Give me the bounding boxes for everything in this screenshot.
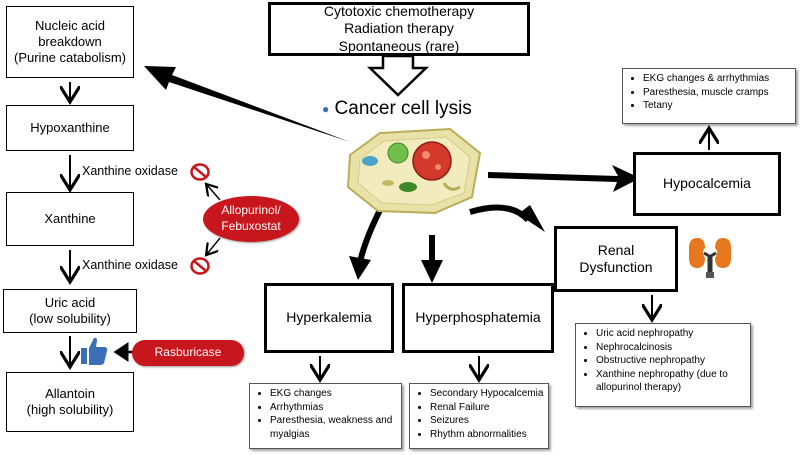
allopurinol-oval: Allopurinol/ Febuxostat [203,196,299,242]
enzyme-label-1: Xanthine oxidase [82,164,178,178]
hyperkalemia-effect: Arrhythmias [270,401,397,415]
hypocalcemia-effect: Tetany [643,99,791,113]
cause-spontaneous: Spontaneous (rare) [338,37,460,54]
uric-acid-line2: (low solubility) [29,311,111,326]
hyperkalemia-effects: EKG changes Arrhythmias Paresthesia, wea… [249,383,402,449]
hollow-down-arrow [366,54,430,97]
thumbs-up-icon [81,337,108,365]
renal-effect: Xanthine nephropathy (due to allopurinol… [596,368,746,395]
xanthine-box: Xanthine [6,192,134,246]
rasburicase-oval: Rasburicase [132,340,244,366]
allantoin-box: Allantoin (high solubility) [6,372,134,432]
nucleic-acid-line2: breakdown [38,33,102,49]
xanthine-label: Xanthine [44,210,96,226]
renal-effect: Obstructive nephropathy [596,354,746,368]
hypocalcemia-effects: EKG changes & arrhythmias Paresthesia, m… [622,68,796,124]
bullet-dot: ● [322,101,330,116]
renal-title-line2: Dysfunction [579,259,653,275]
kidney-icon [689,238,731,278]
allantoin-line2: (high solubility) [26,402,114,417]
cancer-cell-icon [346,127,482,215]
allopurinol-line2: Febuxostat [221,219,281,233]
nucleic-acid-box: Nucleic acid breakdown (Purine catabolis… [6,6,134,78]
hypoxanthine-box: Hypoxanthine [6,105,134,151]
renal-box: Renal Dysfunction [554,226,678,292]
hyperphosphatemia-effects: Secondary Hypocalcemia Renal Failure Sei… [409,383,549,449]
center-label: Cancer cell lysis [334,98,472,119]
uric-acid-line1: Uric acid [44,294,96,310]
enzyme-label-2: Xanthine oxidase [82,258,178,272]
arrow-allopurinol-to-enzyme2 [207,237,221,254]
cause-chemotherapy: Cytotoxic chemotherapy [323,2,475,19]
nucleic-acid-line3: (Purine catabolism) [14,50,126,66]
allopurinol-line1: Allopurinol/ [221,203,281,218]
hyperphosphatemia-title: Hyperphosphatemia [415,309,541,326]
hyperkalemia-effect: EKG changes [270,387,397,401]
renal-effect: Nephrocalcinosis [596,341,746,355]
allantoin-line1: Allantoin [45,385,95,401]
prohibition-icon [190,257,210,275]
arrow-to-nucleic-acid [144,66,350,142]
causes-box: Cytotoxic chemotherapy Radiation therapy… [268,2,530,56]
hypocalcemia-effect: EKG changes & arrhythmias [643,72,791,86]
renal-effect: Uric acid nephropathy [596,327,746,341]
hyperphosphatemia-effect: Rhythm abnormalities [430,428,544,442]
arrow-to-hyperkalemia [357,208,383,263]
hyperphosphatemia-effect: Seizures [430,414,544,428]
hypocalcemia-title: Hypocalcemia [663,175,751,192]
hyperphosphatemia-effect: Secondary Hypocalcemia [430,387,544,401]
hypocalcemia-box: Hypocalcemia [633,152,781,216]
center-label-wrap: ● Cancer cell lysis [322,98,472,120]
hyperkalemia-effect: Paresthesia, weakness and myalgias [270,414,397,441]
renal-title-line1: Renal [597,241,635,258]
hyperkalemia-box: Hyperkalemia [264,283,394,353]
cause-radiation: Radiation therapy [344,20,454,37]
nucleic-acid-line1: Nucleic acid [34,17,106,33]
arrow-to-hypocalcemia [488,165,640,192]
hyperphosphatemia-box: Hyperphosphatemia [402,283,554,353]
uric-acid-box: Uric acid (low solubility) [3,289,137,333]
hyperphosphatemia-effect: Renal Failure [430,401,544,415]
renal-effects: Uric acid nephropathy Nephrocalcinosis O… [575,323,751,407]
hypoxanthine-label: Hypoxanthine [30,119,110,135]
prohibition-icon [190,163,210,181]
hypocalcemia-effect: Paresthesia, muscle cramps [643,86,791,100]
arrow-allopurinol-to-enzyme1 [207,185,221,201]
rasburicase-label: Rasburicase [154,345,222,360]
hyperkalemia-title: Hyperkalemia [286,309,372,326]
